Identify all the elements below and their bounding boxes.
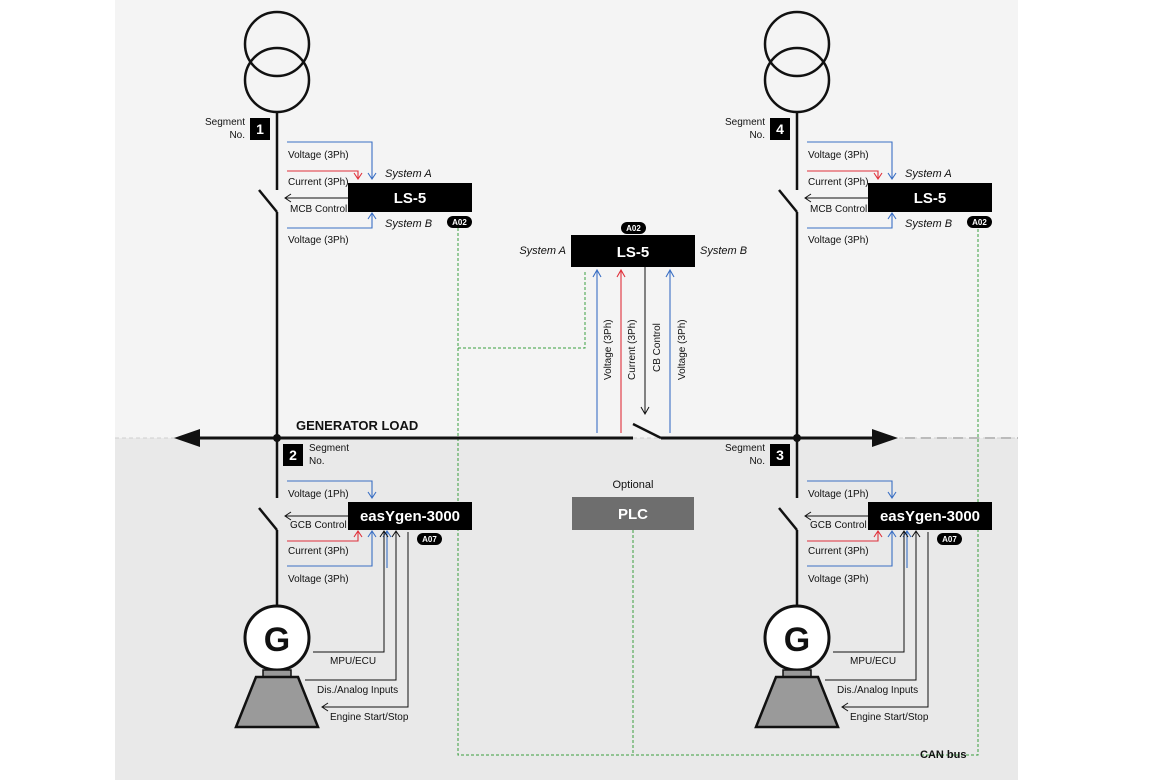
tie-breaker-switch [632,422,662,440]
svg-text:Voltage (3Ph): Voltage (3Ph) [677,319,688,380]
svg-text:GCB Control: GCB Control [290,520,347,531]
svg-text:Current (3Ph): Current (3Ph) [808,546,869,557]
svg-text:MPU/ECU: MPU/ECU [850,656,896,667]
svg-text:Voltage (3Ph): Voltage (3Ph) [288,574,349,585]
svg-text:A07: A07 [422,535,437,544]
svg-text:LS-5: LS-5 [914,190,947,207]
easygen-box-left [348,502,472,530]
generator-icon-right: G [754,604,840,729]
mcb-switch-right [778,189,798,213]
svg-text:Current (3Ph): Current (3Ph) [288,546,349,557]
svg-text:Engine Start/Stop: Engine Start/Stop [330,712,409,723]
svg-text:A02: A02 [626,224,641,233]
svg-text:Dis./Analog Inputs: Dis./Analog Inputs [317,685,398,696]
segment-badge-4 [770,118,790,140]
svg-text:2: 2 [289,447,297,463]
can-bus-lines [457,228,979,756]
ls5-box-left [348,183,472,212]
svg-text:LS-5: LS-5 [394,190,427,207]
svg-text:LS-5: LS-5 [617,244,650,261]
svg-text:Voltage (3Ph): Voltage (3Ph) [603,319,614,380]
bus-arrow-right [872,429,898,447]
bus-arrow-left [174,429,200,447]
svg-text:MCB Control: MCB Control [810,204,867,215]
svg-text:Segment: Segment [309,443,349,454]
svg-text:Voltage (3Ph): Voltage (3Ph) [288,235,349,246]
ls5-box-right [868,183,992,212]
svg-text:System A: System A [905,168,952,180]
svg-text:Current (3Ph): Current (3Ph) [627,319,638,380]
svg-text:Current (3Ph): Current (3Ph) [808,177,869,188]
gcb-switch-left [258,507,278,531]
plc-box [572,497,694,530]
segment-badge-3 [770,444,790,466]
ls5-box-center [571,235,695,267]
svg-text:No.: No. [749,456,765,467]
svg-text:GCB Control: GCB Control [810,520,867,531]
svg-text:Current (3Ph): Current (3Ph) [288,177,349,188]
mcb-switch-left [258,189,278,213]
lower-background [115,438,1018,780]
svg-text:System B: System B [905,218,952,230]
svg-text:A02: A02 [452,218,467,227]
svg-text:Segment: Segment [205,117,245,128]
svg-text:3: 3 [776,447,784,463]
gcb-switch-right [778,507,798,531]
svg-text:No.: No. [309,456,325,467]
svg-text:System B: System B [385,218,432,230]
svg-text:System A: System A [519,245,566,257]
segment-badge-2 [283,444,303,466]
svg-text:Segment: Segment [725,443,765,454]
upper-background [115,0,1018,438]
generator-load-label: GENERATOR LOAD [296,418,418,433]
generator-icon-left: G [234,604,320,729]
svg-text:easYgen-3000: easYgen-3000 [360,508,460,525]
segment-badge-1 [250,118,270,140]
svg-text:Voltage (3Ph): Voltage (3Ph) [808,574,869,585]
svg-text:G: G [264,621,290,659]
svg-text:Voltage (1Ph): Voltage (1Ph) [808,489,869,500]
svg-text:Voltage (3Ph): Voltage (3Ph) [808,235,869,246]
svg-text:No.: No. [749,130,765,141]
easygen-box-right [868,502,992,530]
can-bus-label: CAN bus [920,749,966,761]
svg-text:MPU/ECU: MPU/ECU [330,656,376,667]
svg-text:A02: A02 [972,218,987,227]
svg-text:No.: No. [229,130,245,141]
svg-text:Voltage (3Ph): Voltage (3Ph) [288,150,349,161]
svg-text:CB Control: CB Control [652,323,663,372]
svg-text:PLC: PLC [618,506,648,523]
svg-text:Segment: Segment [725,117,765,128]
svg-text:MCB Control: MCB Control [290,204,347,215]
svg-text:1: 1 [256,121,264,137]
svg-text:Dis./Analog Inputs: Dis./Analog Inputs [837,685,918,696]
svg-text:G: G [784,621,810,659]
svg-text:System B: System B [700,245,747,257]
svg-text:A07: A07 [942,535,957,544]
svg-text:easYgen-3000: easYgen-3000 [880,508,980,525]
svg-text:4: 4 [776,121,784,137]
svg-text:Voltage (3Ph): Voltage (3Ph) [808,150,869,161]
optional-label: Optional [613,479,654,491]
svg-text:Voltage (1Ph): Voltage (1Ph) [288,489,349,500]
svg-text:System A: System A [385,168,432,180]
svg-text:Engine Start/Stop: Engine Start/Stop [850,712,929,723]
